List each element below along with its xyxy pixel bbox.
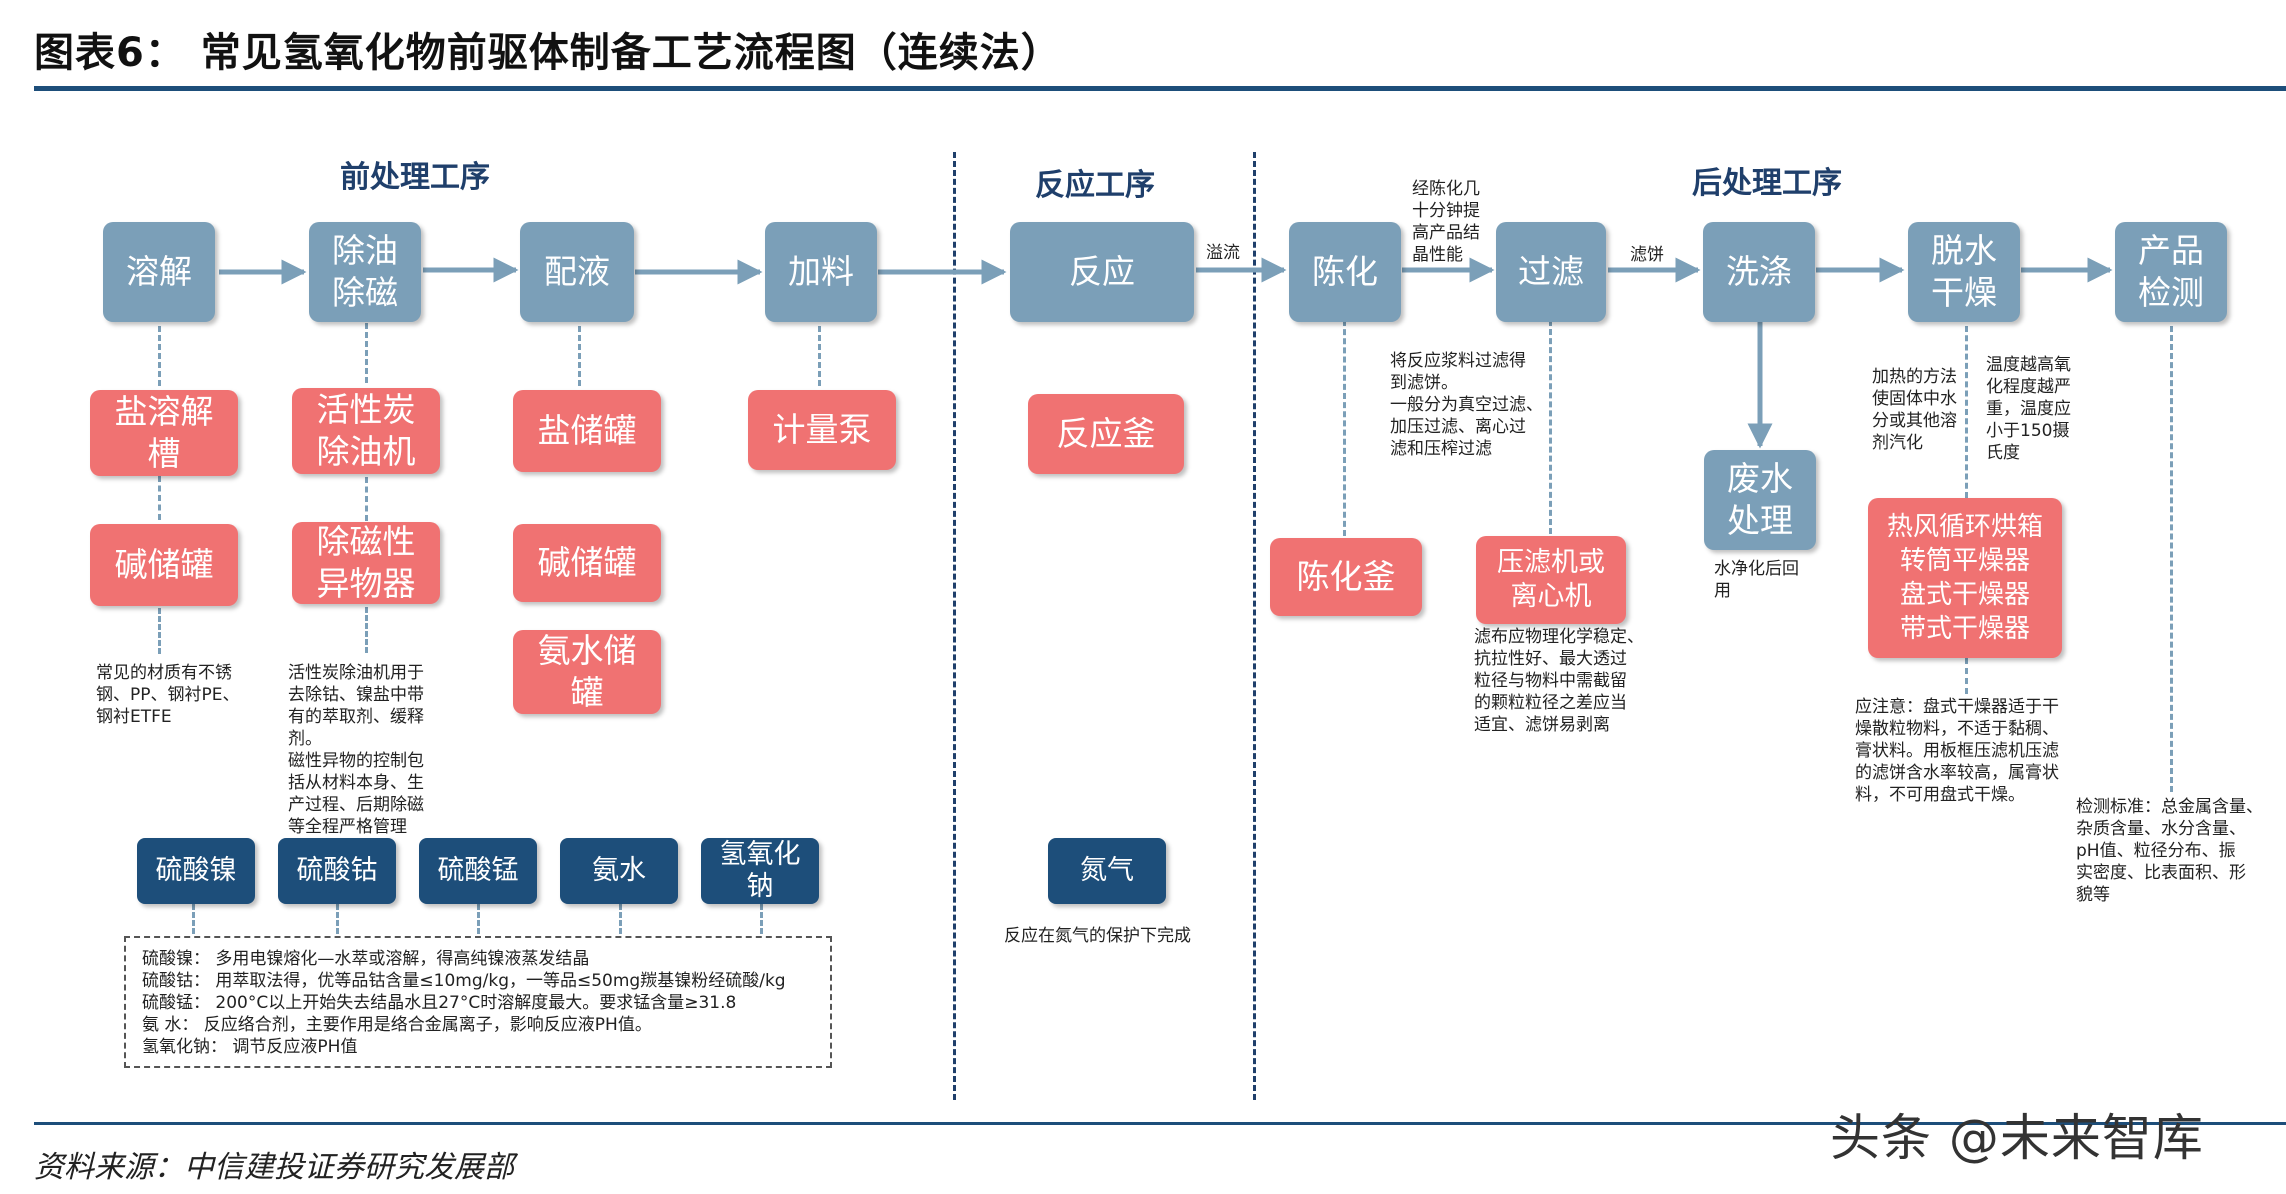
bottom-rule: [34, 1122, 2286, 1125]
note-aging: 经陈化几 十分钟提 高产品结 晶性能: [1412, 179, 1480, 265]
step-product-test: 产品 检测: [2115, 222, 2227, 322]
equip-aging-tank: 陈化釜: [1270, 538, 1422, 616]
connector: [192, 904, 195, 934]
connector: [1965, 658, 1968, 694]
note-water-reuse: 水净化后回 用: [1714, 559, 1799, 601]
connector: [578, 326, 581, 386]
note-temperature: 温度越高氧 化程度越严 重，温度应 小于150摄 氏度: [1986, 355, 2071, 463]
material-nickel-sulfate: 硫酸镍: [137, 838, 255, 904]
legend-line: 硫酸镍： 多用电镍熔化—水萃或溶解，得高纯镍液蒸发结晶: [142, 949, 590, 969]
note-dissolve-material: 常见的材质有不锈 钢、PP、钢衬PE、 钢衬ETFE: [96, 663, 240, 727]
legend-line: 氨 水： 反应络合剂，主要作用是络合金属离子，影响反应液PH值。: [142, 1015, 652, 1035]
step-dehydrate-dry: 脱水 干燥: [1908, 222, 2020, 322]
connector: [158, 608, 161, 654]
connector: [158, 476, 161, 520]
material-ammonia: 氨水: [560, 838, 678, 904]
label-overflow: 溢流: [1206, 243, 1240, 263]
step-feed: 加料: [765, 222, 877, 322]
nitrogen-note: 反应在氮气的保护下完成: [1004, 926, 1191, 946]
step-reaction: 反应: [1010, 222, 1194, 322]
step-aging: 陈化: [1289, 222, 1401, 322]
equip-alkali-tank: 碱储罐: [90, 524, 238, 606]
connector: [619, 904, 622, 934]
equip-carbon-deoiler: 活性炭 除油机: [292, 388, 440, 474]
connector: [365, 477, 368, 521]
note-heating: 加热的方法 使固体中水 分或其他溶 剂汽化: [1872, 367, 1957, 453]
material-sodium-hydroxide: 氢氧化 钠: [701, 838, 819, 904]
connector: [1549, 320, 1552, 534]
figure-title: 图表6： 常见氢氧化物前驱体制备工艺流程图（连续法）: [34, 30, 1062, 76]
section-reaction: 反应工序: [1035, 168, 1155, 203]
note-tray-dryer: 应注意：盘式干燥器适于干 燥散粒物料，不适于黏稠、 膏状料。用板框压滤机压滤 的…: [1855, 697, 2059, 805]
connector: [158, 326, 161, 386]
source-note: 资料来源：中信建投证券研究发展部: [34, 1150, 514, 1185]
legend-line: 硫酸锰： 200°C以上开始失去结晶水且27°C时溶解度最大。要求锰含量≥31.…: [142, 993, 737, 1013]
section-divider-1: [953, 152, 956, 1100]
equip-reactor: 反应釜: [1028, 394, 1184, 474]
connector: [2170, 326, 2173, 792]
connector: [1965, 326, 1968, 498]
connector: [336, 904, 339, 934]
equip-dryers: 热风循环烘箱 转筒平燥器 盘式干燥器 带式干燥器: [1868, 498, 2062, 658]
connector: [365, 323, 368, 383]
step-washing: 洗涤: [1703, 222, 1815, 322]
material-manganese-sulfate: 硫酸锰: [419, 838, 537, 904]
legend-line: 氢氧化钠： 调节反应液PH值: [142, 1037, 358, 1057]
note-filter-cloth: 滤布应物理化学稳定、 抗拉性好、最大透过 粒径与物料中需截留 的颗粒粒径之差应当…: [1474, 627, 1644, 735]
legend-line: 硫酸钴： 用萃取法得，优等品钴含量≤10mg/kg，一等品≤50mg羰基镍粉经硫…: [142, 971, 786, 991]
equip-metering-pump: 计量泵: [748, 390, 896, 470]
step-wastewater: 废水 处理: [1704, 450, 1816, 550]
step-deoil-demagnetize: 除油 除磁: [309, 222, 421, 322]
step-filtration: 过滤: [1496, 222, 1606, 322]
material-legend: 硫酸镍： 多用电镍熔化—水萃或溶解，得高纯镍液蒸发结晶 硫酸钴： 用萃取法得，优…: [124, 936, 832, 1068]
equip-alkali-tank-2: 碱储罐: [513, 524, 661, 602]
title-rule: [34, 86, 2286, 91]
note-testing: 检测标准：总金属含量、 杂质含量、水分含量、 pH值、粒径分布、振 实密度、比表…: [2076, 797, 2263, 905]
connector: [1343, 320, 1346, 536]
note-filter-method: 将反应浆料过滤得 到滤饼。 一般分为真空过滤、 加压过滤、离心过 滤和压榨过滤: [1390, 351, 1543, 459]
equip-salt-tank: 盐储罐: [513, 390, 661, 472]
note-deoil: 活性炭除油机用于 去除钴、镍盐中带 有的萃取剂、缓释 剂。 磁性异物的控制包 括…: [288, 663, 424, 837]
connector: [477, 904, 480, 934]
equip-dissolve-tank: 盐溶解 槽: [90, 390, 238, 476]
equip-filter-press: 压滤机或 离心机: [1476, 536, 1626, 624]
section-divider-2: [1253, 152, 1256, 1100]
watermark: 头条 @未来智库: [1830, 1109, 2204, 1167]
nitrogen-box: 氮气: [1048, 838, 1166, 904]
connector: [365, 607, 368, 653]
equip-magnetic-remover: 除磁性 异物器: [292, 522, 440, 604]
step-mix-solution: 配液: [520, 222, 634, 322]
connector: [818, 326, 821, 386]
material-cobalt-sulfate: 硫酸钴: [278, 838, 396, 904]
section-post-treatment: 后处理工序: [1692, 166, 1842, 201]
connector: [760, 904, 763, 934]
label-filter-cake: 滤饼: [1630, 245, 1664, 265]
equip-ammonia-tank: 氨水储 罐: [513, 630, 661, 714]
step-dissolve: 溶解: [103, 222, 215, 322]
section-pre-treatment: 前处理工序: [340, 160, 490, 195]
